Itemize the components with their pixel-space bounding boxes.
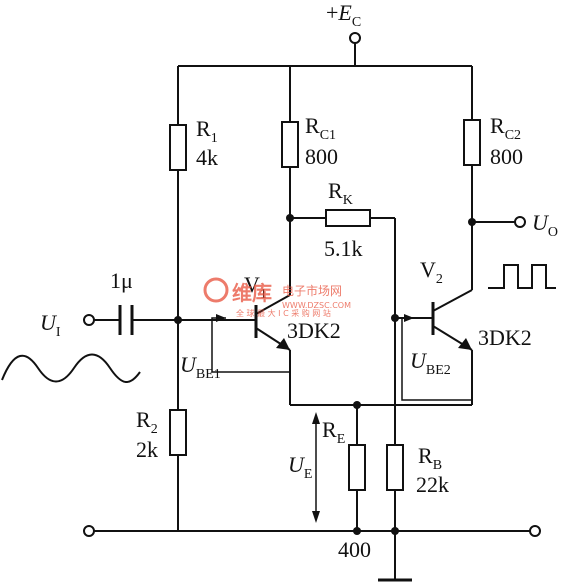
rb-body — [386, 444, 404, 491]
svg-text:UO: UO — [532, 210, 558, 240]
svg-text:+EC: +EC — [326, 0, 361, 30]
r1-body — [169, 124, 187, 171]
resistor-bodies — [169, 119, 481, 491]
svg-text:RC2: RC2 — [490, 113, 521, 143]
capacitor-symbol — [118, 305, 134, 335]
svg-text:UI: UI — [40, 310, 61, 340]
r2-body — [169, 409, 187, 456]
svg-text:3DK2: 3DK2 — [287, 318, 341, 343]
rb-label: RB 22k — [416, 443, 449, 497]
svg-text:800: 800 — [305, 144, 338, 169]
supply-label: +EC — [326, 0, 361, 30]
svg-text:WWW.DZSC.COM: WWW.DZSC.COM — [282, 301, 351, 310]
svg-text:5.1k: 5.1k — [324, 236, 363, 261]
v1-label: V1 3DK2 — [244, 272, 341, 343]
watermark: 维库 电子市场网 WWW.DZSC.COM 全 球 最 大 I C 采 购 网 … — [203, 277, 351, 318]
ube1-label: UBE1 — [180, 352, 221, 382]
r1-label: R1 4k — [196, 116, 218, 170]
svg-text:RE: RE — [322, 417, 345, 447]
svg-text:UBE2: UBE2 — [410, 348, 451, 378]
rc1-body — [281, 121, 299, 168]
emitter-arrows — [276, 338, 472, 350]
circuit-wires — [94, 42, 530, 582]
rc2-label: RC2 800 — [490, 113, 523, 169]
svg-text:22k: 22k — [416, 472, 449, 497]
svg-text:400: 400 — [338, 537, 371, 562]
rc2-body — [463, 119, 481, 166]
capacitor-label: 1μ — [110, 268, 133, 293]
svg-text:RK: RK — [328, 178, 353, 208]
input-label: UI — [40, 310, 61, 340]
svg-text:UBE1: UBE1 — [180, 352, 221, 382]
re-label: RE 400 — [322, 417, 371, 562]
svg-text:1μ: 1μ — [110, 268, 133, 293]
ue-label: UE — [288, 452, 312, 482]
input-sine-waveform — [1, 353, 141, 383]
svg-text:维库: 维库 — [232, 281, 272, 305]
re-body — [348, 444, 366, 491]
svg-text:RB: RB — [418, 443, 442, 473]
svg-text:UE: UE — [288, 452, 312, 482]
svg-text:全 球 最 大 I C 采 购 网 站: 全 球 最 大 I C 采 购 网 站 — [236, 308, 331, 318]
svg-text:V1: V1 — [244, 272, 267, 302]
r2-label: R2 2k — [136, 407, 158, 462]
v2-label: V2 3DK2 — [420, 257, 532, 350]
output-square-waveform — [488, 264, 556, 289]
svg-text:R2: R2 — [136, 407, 158, 437]
watermark-logo-icon — [203, 277, 229, 303]
rc1-label: RC1 800 — [305, 113, 338, 169]
svg-text:2k: 2k — [136, 437, 158, 462]
svg-text:电子市场网: 电子市场网 — [282, 283, 342, 298]
svg-text:4k: 4k — [196, 145, 218, 170]
svg-text:800: 800 — [490, 144, 523, 169]
svg-text:RC1: RC1 — [305, 113, 336, 143]
rk-body — [325, 209, 371, 227]
svg-text:3DK2: 3DK2 — [478, 325, 532, 350]
rk-label: RK 5.1k — [324, 178, 363, 261]
svg-text:R1: R1 — [196, 116, 218, 146]
output-label: UO — [532, 210, 558, 240]
ube2-label: UBE2 — [410, 348, 451, 378]
voltage-indicators — [211, 314, 472, 523]
svg-text:V2: V2 — [420, 257, 443, 287]
terminals — [83, 32, 541, 537]
junction-dots — [174, 214, 476, 535]
